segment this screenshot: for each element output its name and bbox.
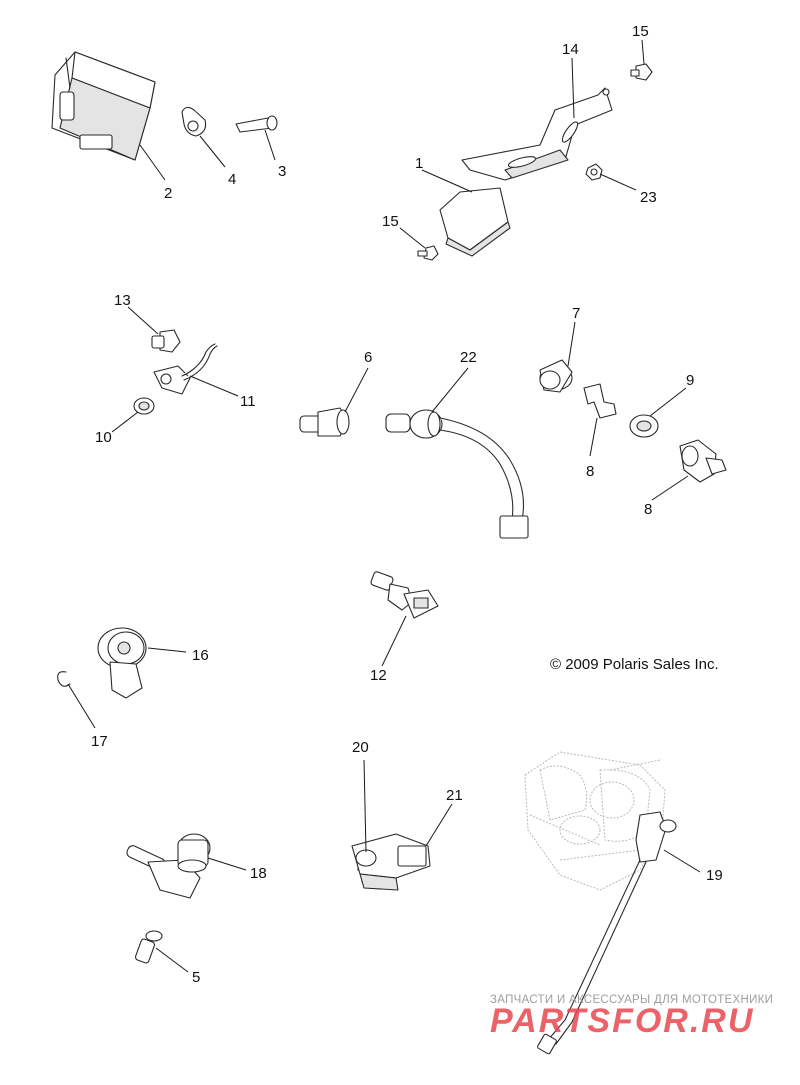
part-1-module bbox=[439, 187, 511, 257]
callout-11: 11 bbox=[240, 393, 256, 410]
part-22-sensor-harness bbox=[385, 409, 529, 539]
callout-19: 19 bbox=[706, 867, 723, 884]
part-14-bracket bbox=[461, 87, 613, 181]
part-3-pin bbox=[235, 115, 278, 133]
callout-13: 13 bbox=[114, 292, 131, 309]
part-9-washer bbox=[629, 414, 659, 438]
callout-15-top: 15 bbox=[632, 23, 649, 40]
part-8-terminal bbox=[583, 383, 617, 419]
callout-7: 7 bbox=[572, 305, 580, 322]
part-11-sensor bbox=[153, 343, 218, 395]
part-8-switch bbox=[679, 439, 727, 483]
part-18-speed-sensor bbox=[126, 833, 211, 899]
part-12-temp-sensor bbox=[370, 571, 439, 619]
callout-10: 10 bbox=[95, 429, 112, 446]
watermark-tagline: ЗАПЧАСТИ И АКСЕССУАРЫ ДЛЯ МОТОТЕХНИКИ bbox=[490, 994, 773, 1006]
callout-8-switch: 8 bbox=[644, 501, 652, 518]
part-10-grommet bbox=[133, 397, 155, 415]
watermark: ЗАПЧАСТИ И АКСЕССУАРЫ ДЛЯ МОТОТЕХНИКИ PA… bbox=[490, 994, 773, 1040]
part-16-knock-sensor bbox=[97, 627, 147, 699]
part-15-screw-top bbox=[630, 63, 653, 81]
callout-16: 16 bbox=[192, 647, 209, 664]
watermark-logo: PARTSFOR.RU bbox=[490, 1002, 754, 1040]
part-21-map-sensor bbox=[351, 833, 431, 891]
callout-9: 9 bbox=[686, 372, 694, 389]
callout-6: 6 bbox=[364, 349, 372, 366]
part-4-clip bbox=[181, 106, 207, 137]
part-6-plug bbox=[299, 407, 350, 437]
callout-22: 22 bbox=[460, 349, 477, 366]
part-15-screw bbox=[417, 245, 439, 261]
callout-15-left: 15 bbox=[382, 213, 399, 230]
part-13-bolt bbox=[151, 329, 181, 353]
callout-8-terminal: 8 bbox=[586, 463, 594, 480]
callout-20: 20 bbox=[352, 739, 369, 756]
callout-18: 18 bbox=[250, 865, 267, 882]
part-17-clip-ring bbox=[57, 671, 71, 687]
part-7-cap bbox=[539, 359, 573, 393]
callout-21: 21 bbox=[446, 787, 463, 804]
part-5-pin bbox=[134, 930, 163, 964]
callout-2: 2 bbox=[164, 185, 172, 202]
part-2-ecu-box bbox=[51, 51, 156, 161]
callout-12: 12 bbox=[370, 667, 387, 684]
callout-3: 3 bbox=[278, 163, 286, 180]
part-19-throttle-body bbox=[524, 751, 677, 1055]
callout-17: 17 bbox=[91, 733, 108, 750]
copyright-notice: © 2009 Polaris Sales Inc. bbox=[550, 656, 719, 673]
leader-lines bbox=[67, 39, 701, 973]
callout-23: 23 bbox=[640, 189, 657, 206]
callout-4: 4 bbox=[228, 171, 236, 188]
callout-1: 1 bbox=[415, 155, 423, 172]
callout-labels: 1 2 3 4 5 6 7 8 8 9 10 11 12 13 14 15 15… bbox=[91, 23, 723, 986]
part-23-nut bbox=[585, 163, 603, 181]
callout-5: 5 bbox=[192, 969, 200, 986]
callout-14: 14 bbox=[562, 41, 579, 58]
